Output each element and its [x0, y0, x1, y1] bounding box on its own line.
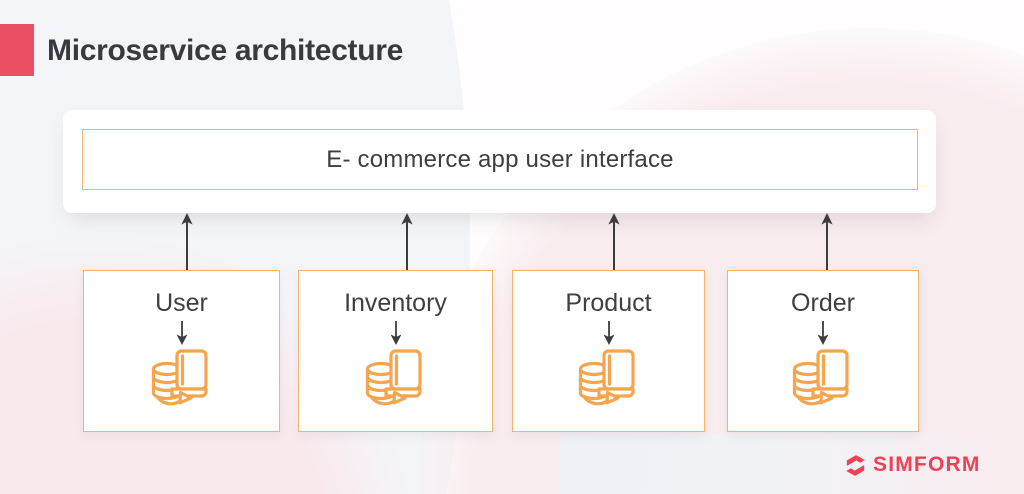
- arrow-up-icon: [608, 213, 620, 270]
- arrow-down-icon: [390, 321, 401, 345]
- service-label: Inventory: [344, 289, 447, 317]
- service-box-product: Product: [512, 270, 705, 432]
- service-label: Order: [791, 289, 855, 317]
- service-box-user: User: [83, 270, 280, 432]
- interface-box-label: E- commerce app user interface: [326, 145, 674, 173]
- page-title: Microservice architecture: [47, 34, 404, 67]
- simform-logo: SIMFORM: [844, 452, 981, 478]
- database-book-icon: [365, 349, 422, 406]
- database-book-icon: [151, 349, 208, 406]
- arrow-up-icon: [821, 213, 833, 270]
- arrow-up-icon: [181, 213, 193, 270]
- database-book-icon: [792, 349, 849, 406]
- simform-logo-text: SIMFORM: [873, 453, 981, 476]
- arrow-up-icon: [401, 213, 413, 270]
- background-pink-circle-right: [420, 28, 1024, 494]
- simform-s-mark-icon: [846, 454, 865, 476]
- title-accent-square: [0, 24, 34, 76]
- service-label: Product: [565, 289, 652, 317]
- service-box-order: Order: [727, 270, 919, 432]
- service-box-inventory: Inventory: [298, 270, 493, 432]
- arrow-down-icon: [176, 321, 187, 345]
- background-gray-band: [560, 433, 1024, 494]
- interface-box: E- commerce app user interface: [82, 129, 918, 190]
- arrow-down-icon: [603, 321, 614, 345]
- service-label: User: [155, 289, 208, 317]
- database-book-icon: [578, 349, 635, 406]
- interface-card: E- commerce app user interface: [63, 110, 936, 213]
- arrow-down-icon: [817, 321, 829, 345]
